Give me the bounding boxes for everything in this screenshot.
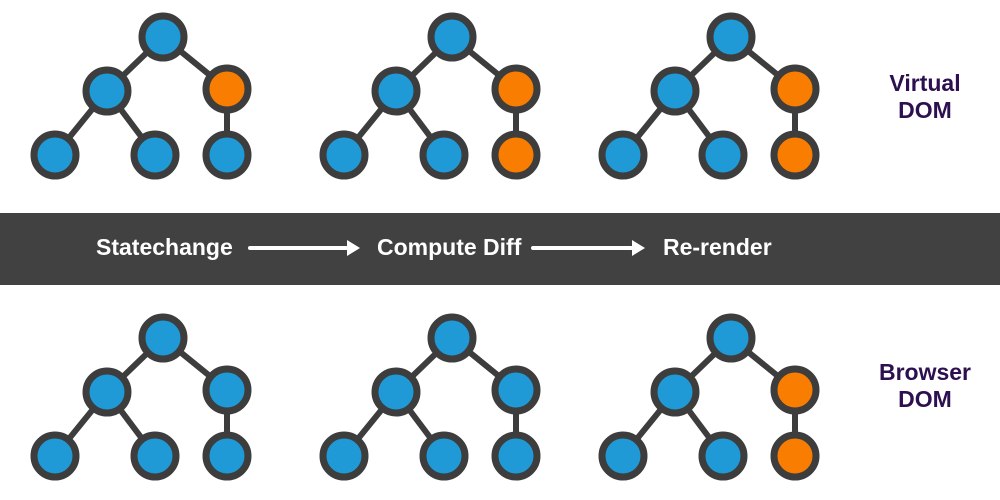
dom-node-blue bbox=[30, 130, 80, 180]
browser-dom-label-line2: DOM bbox=[898, 386, 952, 412]
dom-tree-browser-1 bbox=[30, 313, 252, 481]
dom-tree-virtual-3 bbox=[598, 12, 820, 180]
step-compute-diff: Compute Diff bbox=[377, 234, 522, 260]
step-re-render: Re-render bbox=[663, 234, 772, 260]
dom-node-blue bbox=[698, 130, 748, 180]
dom-node-blue bbox=[419, 431, 469, 481]
dom-node-blue bbox=[202, 365, 252, 415]
dom-node-blue bbox=[202, 431, 252, 481]
dom-node-blue bbox=[82, 367, 132, 417]
dom-node-blue bbox=[427, 12, 477, 62]
dom-tree-browser-3 bbox=[598, 313, 820, 481]
dom-node-blue bbox=[706, 12, 756, 62]
dom-tree-browser-2 bbox=[319, 313, 541, 481]
right-arrow-icon bbox=[531, 240, 645, 256]
dom-node-blue bbox=[138, 313, 188, 363]
browser-dom-label-line1: Browser bbox=[878, 359, 972, 385]
browser-dom-label: Browser DOM bbox=[855, 359, 995, 413]
dom-node-orange bbox=[770, 431, 820, 481]
dom-node-blue bbox=[491, 365, 541, 415]
dom-node-blue bbox=[650, 66, 700, 116]
dom-node-orange bbox=[770, 365, 820, 415]
dom-node-blue bbox=[130, 431, 180, 481]
right-arrow-icon bbox=[248, 240, 360, 256]
dom-node-orange bbox=[491, 130, 541, 180]
dom-tree-virtual-2 bbox=[319, 12, 541, 180]
virtual-dom-label: Virtual DOM bbox=[855, 70, 995, 124]
dom-node-blue bbox=[202, 130, 252, 180]
dom-node-blue bbox=[427, 313, 477, 363]
dom-node-blue bbox=[706, 313, 756, 363]
dom-node-orange bbox=[491, 64, 541, 114]
dom-node-blue bbox=[698, 431, 748, 481]
dom-node-orange bbox=[770, 130, 820, 180]
dom-node-blue bbox=[319, 431, 369, 481]
virtual-dom-label-line2: DOM bbox=[898, 97, 952, 123]
dom-node-blue bbox=[82, 66, 132, 116]
dom-node-blue bbox=[138, 12, 188, 62]
dom-node-blue bbox=[371, 66, 421, 116]
dom-node-blue bbox=[319, 130, 369, 180]
dom-node-orange bbox=[770, 64, 820, 114]
dom-node-blue bbox=[130, 130, 180, 180]
dom-node-blue bbox=[598, 130, 648, 180]
dom-node-blue bbox=[371, 367, 421, 417]
process-band: Statechange Compute Diff Re-render bbox=[0, 213, 1000, 285]
dom-node-blue bbox=[650, 367, 700, 417]
dom-node-orange bbox=[202, 64, 252, 114]
dom-node-blue bbox=[491, 431, 541, 481]
dom-node-blue bbox=[30, 431, 80, 481]
step-statechange: Statechange bbox=[96, 234, 233, 260]
dom-node-blue bbox=[419, 130, 469, 180]
dom-tree-virtual-1 bbox=[30, 12, 252, 180]
virtual-dom-label-line1: Virtual bbox=[889, 70, 961, 96]
dom-node-blue bbox=[598, 431, 648, 481]
